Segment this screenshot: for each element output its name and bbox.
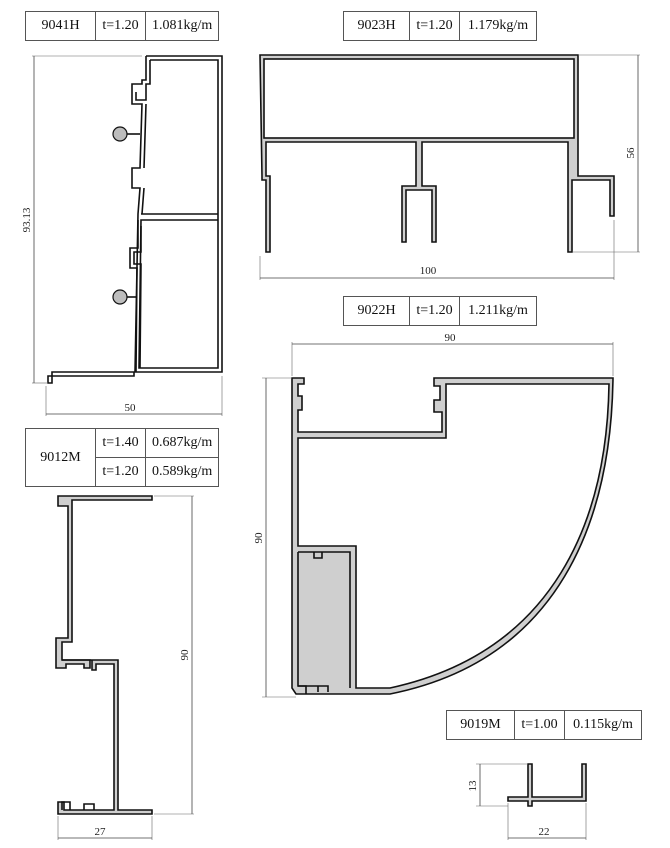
profile-outline — [298, 685, 329, 692]
thickness-value: t=1.20 — [409, 296, 460, 326]
profile-code: 9019M — [446, 710, 515, 740]
thickness-value: t=1.20 — [95, 11, 146, 41]
weight-value: 1.081kg/m — [144, 11, 220, 41]
profile-code: 9012M — [25, 428, 96, 487]
spec-table-9012M: 9012M t=1.40 0.687kg/m t=1.20 0.589kg/m — [25, 428, 220, 487]
profile-outline — [507, 763, 587, 807]
profile-9022H-drawing: 90 90 — [253, 332, 614, 698]
knob-circle — [112, 126, 128, 142]
height-dimension: 93.13 — [21, 207, 33, 232]
profile-9012M-drawing: 90 27 — [55, 495, 194, 840]
spec-table-9023H: 9023H t=1.20 1.179kg/m — [343, 11, 537, 41]
weight-value: 0.589kg/m — [144, 457, 220, 487]
profile-outline — [61, 801, 95, 810]
profile-9041H-drawing: 93.13 50 — [21, 55, 223, 416]
spec-table-9022H: 9022H t=1.20 1.211kg/m — [343, 296, 537, 326]
profile-outline — [129, 220, 139, 373]
profile-chamber — [263, 58, 575, 139]
width-dimension: 22 — [539, 826, 550, 838]
width-dimension: 90 — [445, 332, 457, 344]
profile-outline — [55, 495, 153, 669]
spec-table-9041H: 9041H t=1.20 1.081kg/m — [25, 11, 220, 41]
profile-code: 9041H — [25, 11, 96, 41]
profile-outline — [138, 59, 219, 369]
height-dimension: 90 — [179, 649, 191, 661]
profile-outline — [135, 60, 151, 215]
profile-outline — [57, 659, 153, 815]
thickness-value: t=1.20 — [95, 457, 146, 487]
width-dimension: 27 — [95, 826, 107, 838]
profile-9019M-drawing: 13 22 — [467, 763, 587, 840]
weight-value: 1.211kg/m — [459, 296, 537, 326]
spec-table-9019M: 9019M t=1.00 0.115kg/m — [446, 710, 642, 740]
height-dimension: 13 — [467, 780, 479, 792]
height-dimension: 90 — [253, 532, 265, 544]
thickness-value: t=1.00 — [514, 710, 565, 740]
profile-code: 9022H — [343, 296, 410, 326]
profile-9023H-drawing: 56 100 — [259, 54, 640, 280]
profile-outline — [133, 226, 142, 369]
weight-value: 0.687kg/m — [144, 428, 220, 458]
weight-value: 1.179kg/m — [459, 11, 537, 41]
profile-chamber — [297, 383, 610, 689]
weight-value: 0.115kg/m — [564, 710, 642, 740]
width-dimension: 100 — [420, 265, 437, 277]
profile-outline — [131, 56, 147, 373]
width-dimension: 50 — [125, 402, 137, 414]
height-dimension: 56 — [625, 147, 637, 159]
knob-circle — [112, 289, 128, 305]
profile-outline — [47, 55, 223, 384]
